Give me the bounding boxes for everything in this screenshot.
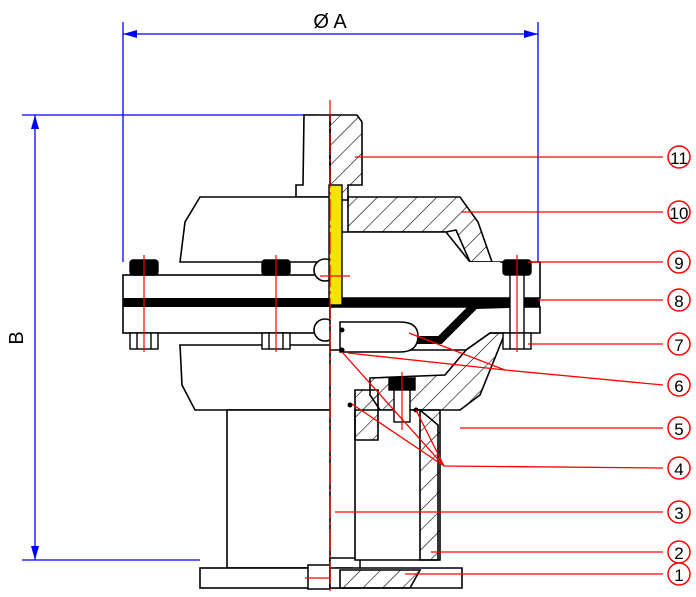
callout-6: 6 <box>667 373 691 397</box>
svg-text:11: 11 <box>670 149 688 168</box>
callout-5: 5 <box>667 416 691 440</box>
dimension-b-label: B <box>6 331 28 344</box>
callout-1: 1 <box>667 562 691 586</box>
callout-10: 10 <box>667 200 691 224</box>
callout-11: 11 <box>667 145 691 169</box>
callout-3: 3 <box>667 500 691 524</box>
callout-4: 4 <box>667 456 691 480</box>
valve-external-half <box>122 114 331 589</box>
svg-text:2: 2 <box>674 544 683 563</box>
svg-text:8: 8 <box>674 292 683 311</box>
gasket-right <box>330 298 540 307</box>
svg-text:5: 5 <box>674 420 683 439</box>
callout-8: 8 <box>667 288 691 312</box>
callout-7: 7 <box>667 332 691 356</box>
svg-text:4: 4 <box>674 460 683 479</box>
svg-text:10: 10 <box>670 204 689 223</box>
valve-section-half <box>329 114 541 589</box>
svg-text:7: 7 <box>674 336 683 355</box>
callout-9: 9 <box>667 250 691 274</box>
svg-text:6: 6 <box>674 377 683 396</box>
callout-2: 2 <box>667 540 691 564</box>
svg-text:3: 3 <box>674 504 683 523</box>
leader-lines <box>335 156 664 575</box>
dimension-b: B <box>6 114 318 561</box>
svg-text:9: 9 <box>674 254 683 273</box>
dimension-a: Ø A <box>122 11 539 262</box>
gasket-left <box>123 298 330 307</box>
svg-text:1: 1 <box>674 566 683 585</box>
dimension-a-label: Ø A <box>313 11 347 33</box>
valve-disc <box>339 321 419 353</box>
yellow-stem <box>328 184 343 306</box>
